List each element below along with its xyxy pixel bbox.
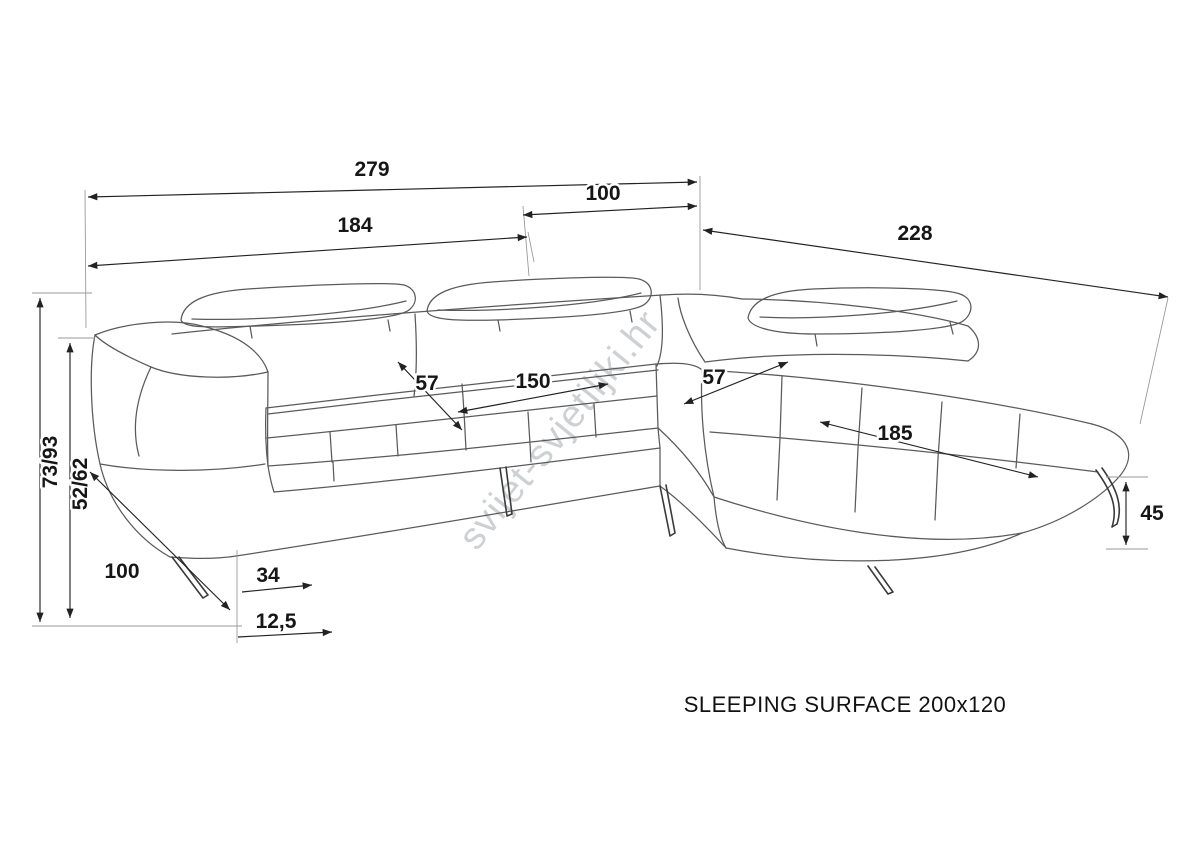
headrest-supports xyxy=(249,310,633,339)
arm-wing-outer xyxy=(94,321,269,373)
dim-label-seat-height: 45 xyxy=(1140,502,1164,525)
chaise-back-edge xyxy=(701,369,1093,425)
right-back-end xyxy=(967,325,980,362)
dimension-annotations: 279 100 184 228 73/93 52/62 100 xyxy=(36,156,1169,638)
headrest-middle-outline xyxy=(426,276,652,321)
base-bottom xyxy=(235,485,661,557)
right-back-left-edge xyxy=(677,297,706,363)
dim-label-leg-inset: 12,5 xyxy=(256,610,297,633)
arm-inner-seam xyxy=(134,366,152,457)
headrest-chaise-outline xyxy=(747,287,972,335)
chaise-base-bottom xyxy=(725,532,1023,562)
dim-seat-depth-left: 57 xyxy=(397,361,463,431)
headrest-chaise-supports xyxy=(814,321,954,347)
dim-label-middle-seat-width: 150 xyxy=(515,370,550,393)
chaise xyxy=(700,369,1130,562)
seat-front-edge xyxy=(267,427,659,467)
sofa-drawing xyxy=(90,276,1130,599)
back-top-edge xyxy=(171,294,663,335)
leg-front-left xyxy=(171,556,209,599)
dim-seat-height: 45 xyxy=(1122,482,1166,545)
right-back-bottom xyxy=(704,353,969,363)
dim-seat-depth-corner: 57 xyxy=(683,361,789,405)
chaise-right-curve xyxy=(1021,423,1130,534)
right-backrest xyxy=(677,297,980,363)
leg-chaise-front xyxy=(867,565,894,595)
dim-leg-offset: 34 xyxy=(241,562,313,593)
corner-back xyxy=(656,293,743,367)
dim-label-chaise-seat-length: 185 xyxy=(877,422,912,445)
dim-label-seat-depth-left: 57 xyxy=(415,372,438,395)
dim-label-arm-height: 52/62 xyxy=(69,458,92,511)
dim-height-with-headrest: 73/93 xyxy=(36,298,65,622)
band-right-edge xyxy=(657,427,661,449)
band-left-edge xyxy=(267,465,275,493)
dim-side-depth: 100 xyxy=(89,471,231,611)
headrest-left xyxy=(180,282,416,328)
sleeping-surface-caption: SLEEPING SURFACE 200x120 xyxy=(684,692,1007,717)
chaise-front-edge xyxy=(713,496,1023,540)
corner-back-edge xyxy=(656,294,663,367)
headrest-left-outline xyxy=(180,282,416,328)
dim-label-side-depth: 100 xyxy=(104,560,139,583)
dim-arm-height: 52/62 xyxy=(66,343,95,618)
corner-seat-front xyxy=(657,427,715,498)
ext-100-left xyxy=(522,205,530,277)
dim-label-total-width: 279 xyxy=(354,158,389,181)
arm-outer-side xyxy=(90,334,171,558)
dim-label-left-body-width: 184 xyxy=(337,214,372,237)
dim-chaise-seat-length: 185 xyxy=(819,420,1039,479)
headrest-middle-fold xyxy=(437,292,642,312)
legs xyxy=(171,466,1121,599)
right-back-top xyxy=(741,298,969,327)
headrest-chaise-fold xyxy=(759,300,958,319)
band-bottom xyxy=(273,447,661,493)
armrest-left xyxy=(90,321,269,560)
dim-middle-seat-width: 150 xyxy=(457,368,609,414)
front-base xyxy=(235,427,661,557)
seat-quilt-seam xyxy=(266,395,658,439)
arm-sweep-seam xyxy=(99,463,266,471)
dim-label-height-with-headrest: 73/93 xyxy=(39,436,62,489)
dim-label-leg-offset: 34 xyxy=(256,564,280,587)
dim-label-chaise-width-top: 100 xyxy=(585,182,620,205)
dim-chaise-width-top: 100 xyxy=(522,180,698,219)
dim-leg-inset: 12,5 xyxy=(237,608,333,638)
ext-228-right xyxy=(1139,297,1169,425)
corner-seat-top xyxy=(655,362,703,371)
dim-right-depth: 228 xyxy=(702,220,1169,300)
leg-corner xyxy=(659,484,676,537)
chaise-base-left xyxy=(713,496,727,549)
headrest-chaise xyxy=(747,287,972,335)
headrest-left-fold xyxy=(191,300,407,320)
dim-label-seat-depth-corner: 57 xyxy=(702,366,725,389)
chaise-quilt-verticals-top xyxy=(779,375,1021,469)
ext-184-right xyxy=(527,231,535,263)
ext-left-top xyxy=(84,189,87,329)
dim-label-right-depth: 228 xyxy=(897,222,932,245)
corner-back-top xyxy=(661,293,743,300)
band-quilt-verticals xyxy=(332,443,532,482)
chaise-left-edge xyxy=(700,369,715,498)
ext-45-ticks xyxy=(1106,476,1148,550)
seat-quilt-verticals xyxy=(329,403,597,463)
dim-total-width: 279 xyxy=(87,156,698,201)
leg-chaise-end xyxy=(1095,467,1121,528)
headrest-middle xyxy=(426,276,652,321)
dim-left-body-width: 184 xyxy=(87,212,528,270)
leg-middle xyxy=(499,466,513,517)
